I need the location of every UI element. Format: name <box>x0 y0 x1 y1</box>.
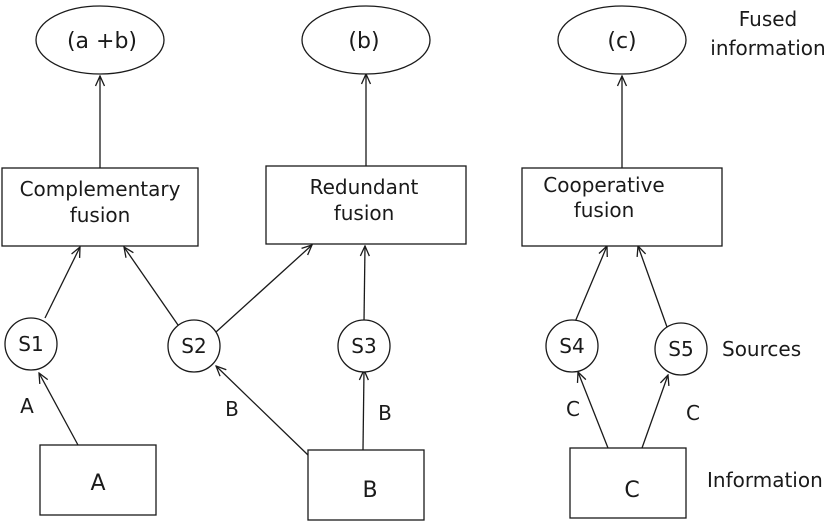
fusion-nodes: Complementary fusion Redundant fusion Co… <box>1 165 723 247</box>
fusion-node-complementary: Complementary fusion <box>1 167 199 247</box>
information-node-c-label: C <box>624 478 639 503</box>
edge-label-info-a-s1: A <box>20 394 34 418</box>
edge-s1-to-complementary <box>44 247 80 319</box>
edge-label-info-b-s2: B <box>225 397 239 421</box>
source-node-s5: S5 <box>654 322 708 376</box>
fused-node-ab: (a +b) <box>35 5 165 75</box>
fused-node-b-label: (b) <box>348 29 379 54</box>
fusion-node-complementary-line1: Complementary <box>20 177 181 201</box>
edge-label-info-b-s3: B <box>378 401 392 425</box>
edge-info-b-to-s3 <box>363 370 364 451</box>
source-node-s3: S3 <box>337 319 391 373</box>
legend-fused-information-line1: Fused <box>739 7 798 31</box>
edge-labels: A B B C C <box>20 394 700 425</box>
source-node-s4: S4 <box>545 319 599 373</box>
fusion-node-redundant: Redundant fusion <box>265 165 467 245</box>
source-node-s2: S2 <box>167 319 221 373</box>
fusion-node-cooperative-line1: Cooperative <box>543 173 664 197</box>
edge-info-c-to-s4 <box>578 372 609 449</box>
information-node-b-label: B <box>362 478 377 503</box>
edge-info-c-to-s5 <box>641 375 668 449</box>
edge-info-b-to-s2 <box>216 366 309 456</box>
edge-s4-to-cooperative <box>574 246 607 323</box>
fusion-node-complementary-line2: fusion <box>70 203 131 227</box>
fusion-node-cooperative: Cooperative fusion <box>521 167 723 247</box>
edge-s5-to-cooperative <box>638 246 668 328</box>
information-node-b: B <box>307 449 425 521</box>
legend-fused-information-line2: information <box>710 36 825 60</box>
source-node-s1: S1 <box>4 317 58 371</box>
source-node-s4-label: S4 <box>559 334 584 358</box>
fused-node-c-label: (c) <box>607 29 636 54</box>
source-node-s2-label: S2 <box>181 334 206 358</box>
edge-s2-to-complementary <box>124 247 179 326</box>
edge-s3-to-redundant <box>364 246 365 323</box>
information-node-c: C <box>569 447 687 519</box>
fused-node-c: (c) <box>557 5 687 75</box>
fused-information-nodes: (a +b) (b) (c) <box>35 5 687 75</box>
source-node-s3-label: S3 <box>351 334 376 358</box>
information-node-a-label: A <box>90 471 105 496</box>
information-nodes: A B C <box>39 444 687 521</box>
source-node-s5-label: S5 <box>668 337 693 361</box>
legend: Fused information Sources Information <box>707 7 826 492</box>
legend-sources: Sources <box>722 337 801 361</box>
legend-information: Information <box>707 468 823 492</box>
edge-label-info-c-s5: C <box>686 401 700 425</box>
edges <box>39 74 668 456</box>
source-node-s1-label: S1 <box>18 332 43 356</box>
source-nodes: S1 S2 S3 S4 S5 <box>4 317 708 376</box>
edge-label-info-c-s4: C <box>566 397 580 421</box>
fused-node-b: (b) <box>301 5 431 75</box>
fusion-node-redundant-line1: Redundant <box>310 175 419 199</box>
edge-info-a-to-s1 <box>39 373 79 446</box>
fused-node-ab-label: (a +b) <box>67 29 137 54</box>
fusion-node-cooperative-line2: fusion <box>574 198 635 222</box>
fusion-node-redundant-line2: fusion <box>334 201 395 225</box>
information-node-a: A <box>39 444 157 516</box>
edge-s2-to-redundant <box>215 245 312 333</box>
